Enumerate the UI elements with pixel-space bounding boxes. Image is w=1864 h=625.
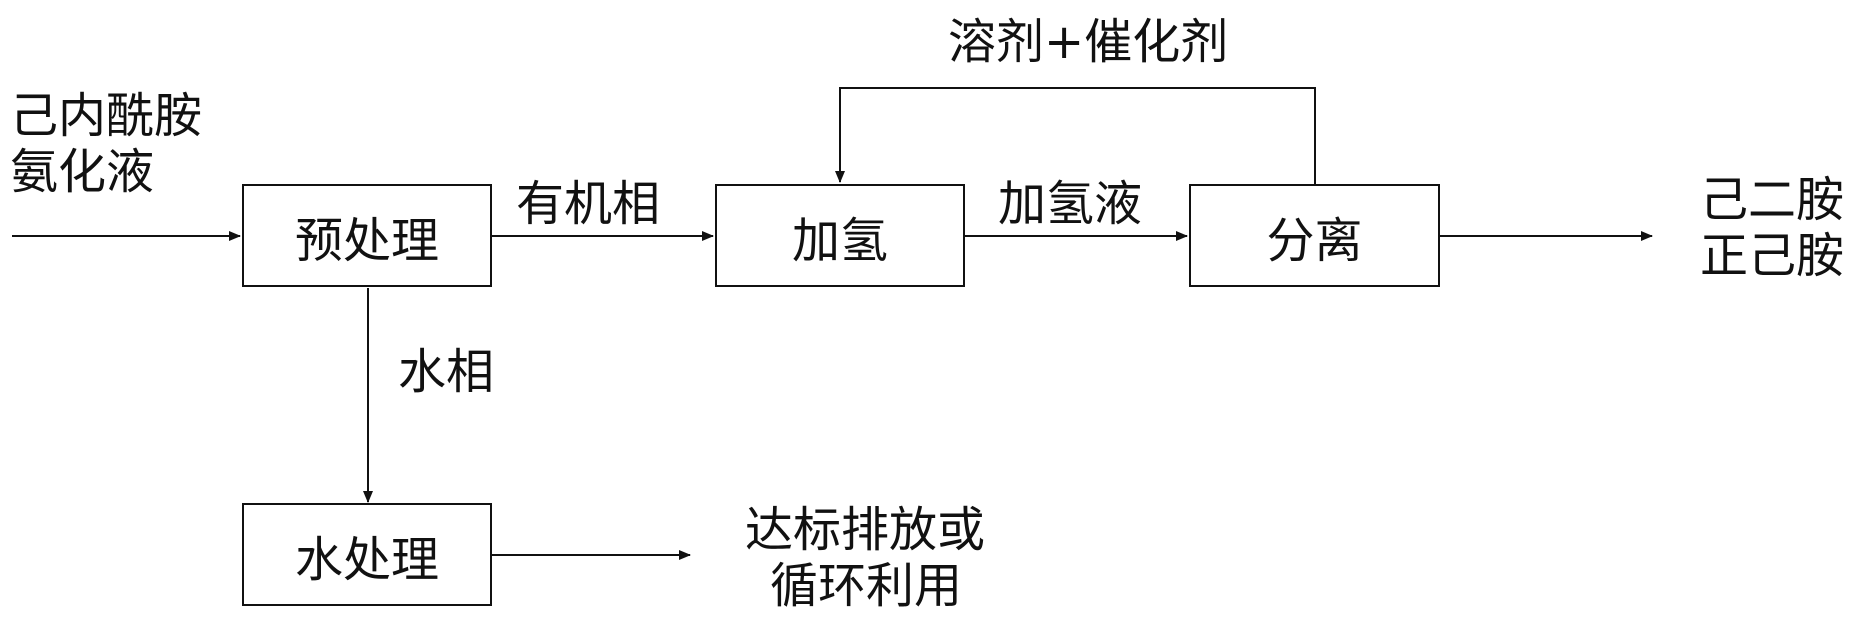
feed-label-line1: 己内酰胺	[10, 88, 202, 144]
pretreatment-box: 预处理	[242, 184, 492, 287]
hydrogenation-label: 加氢	[792, 201, 888, 271]
feed-label-line2: 氨化液	[10, 144, 154, 200]
arrow-recycle-loop	[840, 88, 1315, 184]
hydrogenation-box: 加氢	[715, 184, 965, 287]
pretreatment-label: 预处理	[295, 201, 439, 271]
recycle-label: 溶剂+催化剂	[948, 14, 1228, 70]
organic-phase-label: 有机相	[516, 176, 660, 232]
product-label-line2: 正己胺	[1700, 228, 1844, 284]
hydrogenated-liquid-label: 加氢液	[998, 176, 1142, 232]
aqueous-phase-label: 水相	[398, 344, 494, 400]
discharge-label-line2: 循环利用	[770, 558, 962, 614]
water-treatment-box: 水处理	[242, 503, 492, 606]
water-treatment-label: 水处理	[295, 520, 439, 590]
product-label-line1: 己二胺	[1700, 172, 1844, 228]
separation-box: 分离	[1189, 184, 1440, 287]
separation-label: 分离	[1266, 201, 1362, 271]
discharge-label-line1: 达标排放或	[745, 502, 985, 558]
